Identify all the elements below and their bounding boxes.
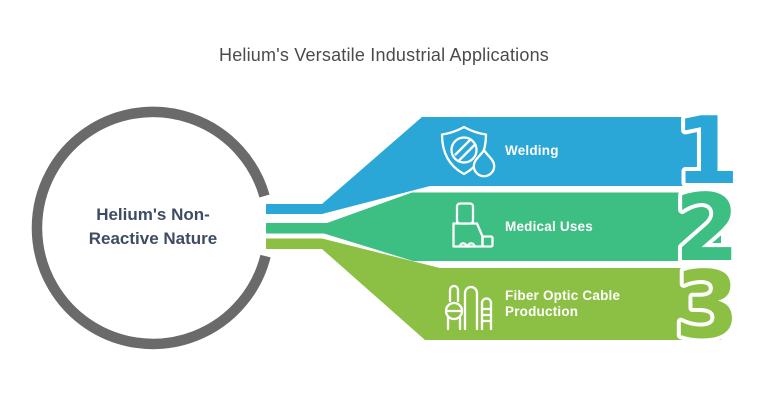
item-number-3: 3: [675, 251, 740, 359]
industrial-columns-icon: [444, 284, 493, 331]
item-label-medical-uses: Medical Uses: [505, 219, 593, 234]
item-number-1: 1: [675, 97, 740, 205]
item-label-welding: Welding: [505, 143, 559, 158]
hub-ring: [31, 106, 271, 350]
hub-label: Helium's Non-Reactive Nature: [88, 205, 218, 248]
item-label-fiber-optic: Fiber Optic Cable Production: [505, 288, 621, 319]
shield-flame-icon: [440, 125, 496, 178]
ribbon-medical-uses: [266, 192, 721, 261]
inhaler-icon: [452, 202, 494, 248]
flame-icon: [472, 148, 496, 178]
page-title: Helium's Versatile Industrial Applicatio…: [219, 45, 549, 65]
item-number-2: 2: [675, 174, 740, 282]
ribbon-fiber-optic: [266, 238, 721, 340]
